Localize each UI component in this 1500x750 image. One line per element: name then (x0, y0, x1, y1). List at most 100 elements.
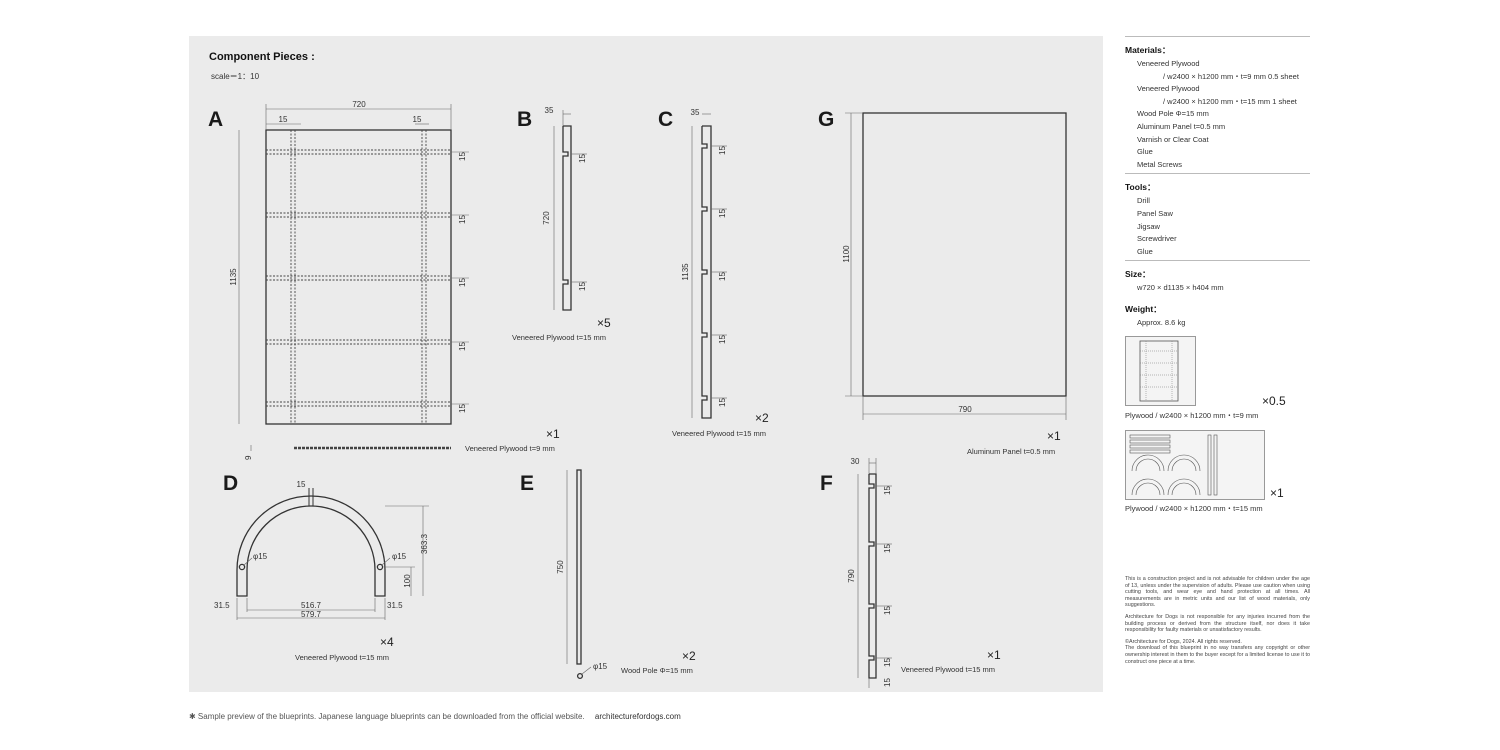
materials-list: Veneered Plywood / w2400 × h1200 mm・t=9 … (1125, 60, 1310, 169)
sheet-15mm-caption: Plywood / w2400 × h1200 mm・t=15 mm (1125, 504, 1263, 513)
spec-sidebar: Materials： Veneered Plywood / w2400 × h1… (1125, 36, 1310, 696)
piece-d: D 15 φ15 φ15 363.3 100 31.5 31.5 516.7 5… (214, 472, 429, 662)
sheet-title: Component Pieces : (209, 51, 315, 63)
svg-text:15: 15 (458, 278, 467, 287)
piece-d-hole-left (238, 563, 246, 571)
piece-e-caption: Wood Pole Φ=15 mm (621, 666, 693, 675)
piece-c: C 35 1135 15 15 15 15 15 ×2 Veneered Ply… (658, 108, 769, 438)
piece-c-length: 1135 (681, 263, 690, 281)
piece-b-slot-bottom: 15 (578, 282, 587, 291)
sheet-layout-9mm (1125, 336, 1196, 406)
piece-b-top: 35 (545, 106, 554, 115)
svg-text:15: 15 (718, 335, 727, 344)
piece-e: E 750 φ15 ×2 Wood Pole Φ=15 mm (520, 469, 696, 680)
tool-item: Panel Saw (1137, 208, 1173, 218)
piece-g: G 1100 790 ×1 Aluminum Panel t=0.5 mm (818, 108, 1067, 456)
piece-b-outline (562, 125, 572, 311)
piece-g-caption: Aluminum Panel t=0.5 mm (967, 447, 1055, 456)
legal-paragraph: The download of this blueprint in no way… (1125, 645, 1310, 665)
piece-d-qty: ×4 (380, 635, 394, 649)
piece-b: B 35 720 15 15 ×5 Veneered Plywood t=15 … (512, 106, 611, 342)
piece-d-caption: Veneered Plywood t=15 mm (295, 653, 389, 662)
piece-e-letter: E (520, 472, 534, 495)
legal-paragraph: Architecture for Dogs is not responsible… (1125, 613, 1310, 634)
svg-text:15: 15 (458, 152, 467, 161)
piece-d-foot-left: 31.5 (214, 601, 230, 610)
piece-e-section (576, 672, 584, 680)
tool-item: Glue (1137, 246, 1153, 256)
svg-text:15: 15 (458, 404, 467, 413)
piece-a-slots (266, 130, 451, 424)
tool-item: Jigsaw (1137, 221, 1160, 231)
material-item: Glue (1137, 147, 1153, 157)
piece-a-qty: ×1 (546, 427, 560, 441)
piece-a-letter: A (208, 108, 223, 131)
piece-b-qty: ×5 (597, 316, 611, 330)
materials-title: Materials： (1125, 45, 1171, 55)
legal-paragraph: This is a construction project and is no… (1125, 576, 1310, 609)
piece-d-letter: D (223, 472, 238, 495)
tools-title: Tools： (1125, 182, 1156, 193)
footer-site-link[interactable]: architecturefordogs.com (594, 712, 681, 721)
piece-c-top: 35 (691, 108, 700, 117)
piece-a: A 720 15 15 1135 15 15 15 15 15 (208, 100, 560, 460)
blueprint-sheet: Component Pieces : scale＝1：10 A 720 15 1… (189, 36, 1103, 692)
material-item: / w2400 × h1200 mm・t=9 mm 0.5 sheet (1163, 71, 1299, 81)
sheet-layout-15mm-drawing (1129, 434, 1218, 496)
piece-b-slot-top: 15 (578, 154, 587, 163)
weight-value: Approx. 8.6 kg (1137, 318, 1186, 328)
piece-g-letter: G (818, 108, 834, 131)
piece-g-qty: ×1 (1047, 429, 1061, 443)
svg-text:15: 15 (458, 342, 467, 351)
svg-text:15: 15 (883, 544, 892, 553)
piece-c-caption: Veneered Plywood t=15 mm (672, 429, 766, 438)
piece-a-inset-left: 15 (279, 115, 288, 124)
tools-list: Drill Panel Saw Jigsaw Screwdriver Glue (1125, 197, 1310, 255)
piece-d-foot-right: 31.5 (387, 601, 403, 610)
piece-c-outline (701, 125, 712, 419)
scale-label: scale＝1：10 (211, 72, 260, 81)
piece-f-slot-dims: 15 15 15 15 15 (868, 486, 892, 688)
svg-text:15: 15 (718, 398, 727, 407)
piece-a-slot-dims: 15 15 15 15 15 (451, 152, 469, 413)
piece-d-slot: 15 (297, 480, 306, 489)
sheet-layout-15mm (1125, 430, 1265, 500)
tool-item: Screwdriver (1137, 234, 1177, 244)
material-item: Aluminum Panel t=0.5 mm (1137, 121, 1226, 131)
size-value: w720 × d1135 × h404 mm (1137, 283, 1224, 293)
piece-f-letter: F (820, 472, 833, 495)
piece-a-outline (265, 129, 452, 425)
piece-f-length: 790 (847, 569, 856, 583)
piece-d-hole-left-label: φ15 (253, 552, 268, 561)
sheet-layout-9mm-drawing (1139, 340, 1179, 402)
piece-c-qty: ×2 (755, 411, 769, 425)
material-item: / w2400 × h1200 mm・t=15 mm 1 sheet (1163, 96, 1297, 106)
sheet-15mm-qty: ×1 (1270, 486, 1284, 500)
svg-text:15: 15 (458, 215, 467, 224)
piece-g-outline (862, 112, 1067, 397)
svg-text:15: 15 (883, 658, 892, 667)
piece-a-caption: Veneered Plywood t=9 mm (465, 444, 555, 453)
piece-e-outline (576, 469, 582, 665)
material-item: Varnish or Clear Coat (1137, 134, 1209, 144)
piece-c-letter: C (658, 108, 673, 131)
material-item: Metal Screws (1137, 159, 1183, 169)
piece-e-length: 750 (556, 560, 565, 574)
footer: ✱ Sample preview of the blueprints. Japa… (189, 712, 681, 721)
piece-d-height: 363.3 (420, 533, 429, 554)
tool-item: Drill (1137, 196, 1150, 206)
piece-f-outline (868, 473, 877, 679)
piece-d-outline (236, 495, 386, 597)
svg-text:15: 15 (883, 678, 892, 687)
sheet-9mm-qty: ×0.5 (1262, 394, 1286, 408)
legal-notice: This is a construction project and is no… (1125, 576, 1310, 670)
material-item: Veneered Plywood (1137, 84, 1200, 94)
svg-text:15: 15 (718, 272, 727, 281)
svg-text:15: 15 (883, 606, 892, 615)
piece-f-top: 30 (851, 457, 860, 466)
piece-d-hole-right-label: φ15 (392, 552, 407, 561)
svg-text:15: 15 (883, 486, 892, 495)
piece-g-height: 1100 (842, 245, 851, 263)
piece-b-letter: B (517, 108, 532, 131)
piece-b-length: 720 (542, 211, 551, 225)
